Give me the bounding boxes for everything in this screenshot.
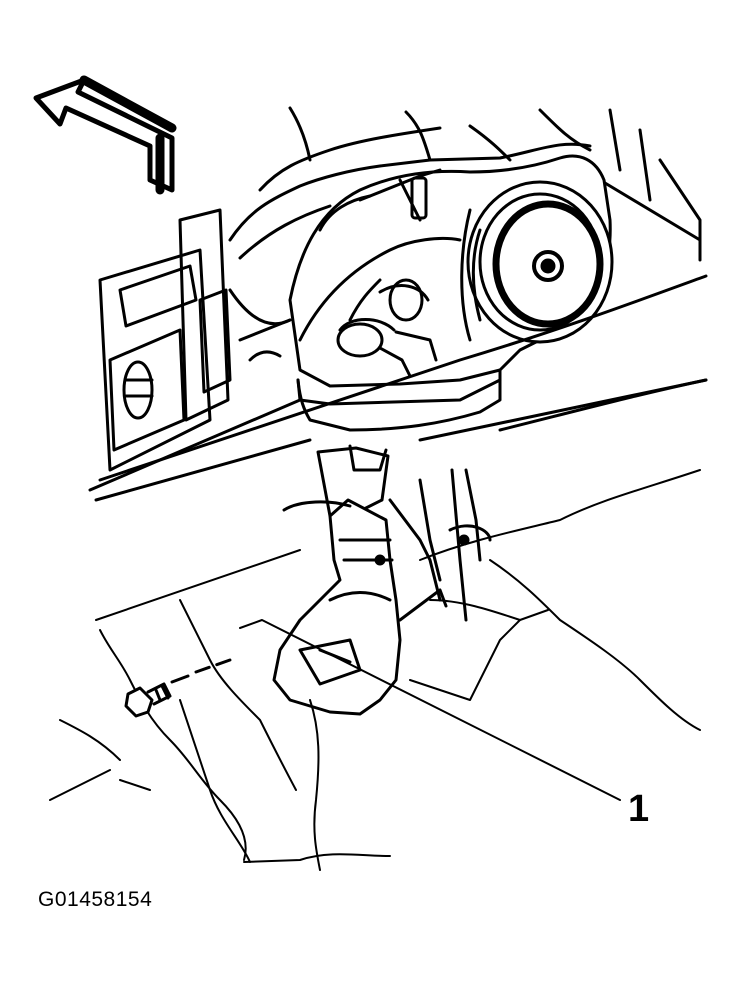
left-panel [88, 208, 302, 492]
callout-number: 1 [628, 788, 650, 830]
figure-id: G01458154 [38, 888, 153, 911]
direction-arrow-icon [33, 75, 177, 195]
duct-fittings [336, 278, 438, 378]
bolt-icon [124, 658, 232, 718]
callout-leader-line [239, 619, 621, 801]
duct-bracket [272, 444, 492, 716]
dashboard-outline [228, 106, 702, 262]
blower-motor [460, 180, 614, 344]
lower-dash-edge [94, 274, 708, 502]
floor-carpet [49, 469, 701, 871]
